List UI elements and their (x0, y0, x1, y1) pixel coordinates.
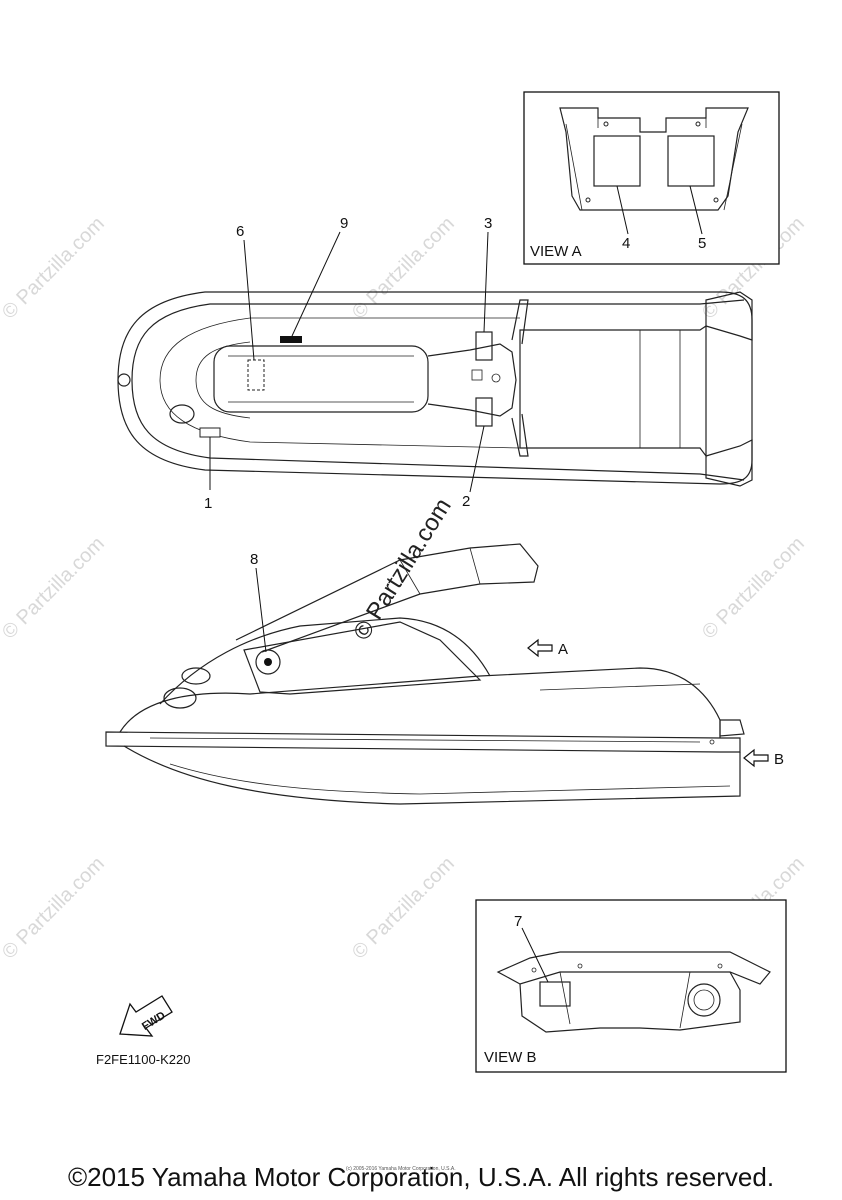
view-a-arrow-letter: A (558, 641, 568, 658)
callout-5: 5 (698, 235, 706, 252)
watermark-text: © Partzilla.com (0, 213, 109, 324)
callout-8: 8 (250, 551, 258, 568)
center-watermark: © Partzilla.com (348, 494, 457, 645)
watermark-text: © Partzilla.com (348, 213, 459, 324)
watermark-text: © Partzilla.com (0, 853, 109, 964)
callout-9: 9 (340, 215, 348, 232)
callout-1: 1 (204, 495, 212, 512)
view-a-panel: 4 5 VIEW A (523, 91, 780, 265)
label-1-sticker (199, 427, 221, 438)
callout-2: 2 (462, 493, 470, 510)
callout-3: 3 (484, 215, 492, 232)
view-b-panel: 7 VIEW B (475, 899, 787, 1073)
side-view-hull: 8 A B (105, 543, 784, 805)
fwd-arrow-icon: FWD (119, 995, 173, 1037)
small-copyright: (c) 2005-2016 Yamaha Motor Corporation, … (346, 1166, 456, 1172)
label-9-sticker (280, 336, 302, 343)
watermark-text: © Partzilla.com (698, 533, 809, 644)
view-a-arrow-icon (527, 638, 553, 658)
top-view-hull: 6 9 3 1 2 (117, 215, 753, 512)
label-5-sticker (667, 135, 715, 187)
label-6-sticker (247, 359, 265, 391)
callout-4: 4 (622, 235, 630, 252)
label-4-sticker (593, 135, 641, 187)
label-7-sticker (539, 981, 571, 1007)
callout-6: 6 (236, 223, 244, 240)
callout-7: 7 (514, 913, 522, 930)
view-b-arrow-icon (743, 748, 769, 768)
watermark-text: © Partzilla.com (0, 533, 109, 644)
view-a-title: VIEW A (530, 243, 582, 260)
part-code: F2FE1100-K220 (96, 1052, 190, 1067)
copyright-footer: ©2015 Yamaha Motor Corporation, U.S.A. A… (67, 1162, 775, 1192)
view-b-arrow-letter: B (774, 751, 784, 768)
view-b-title: VIEW B (484, 1049, 537, 1066)
watermark-text: © Partzilla.com (348, 853, 459, 964)
